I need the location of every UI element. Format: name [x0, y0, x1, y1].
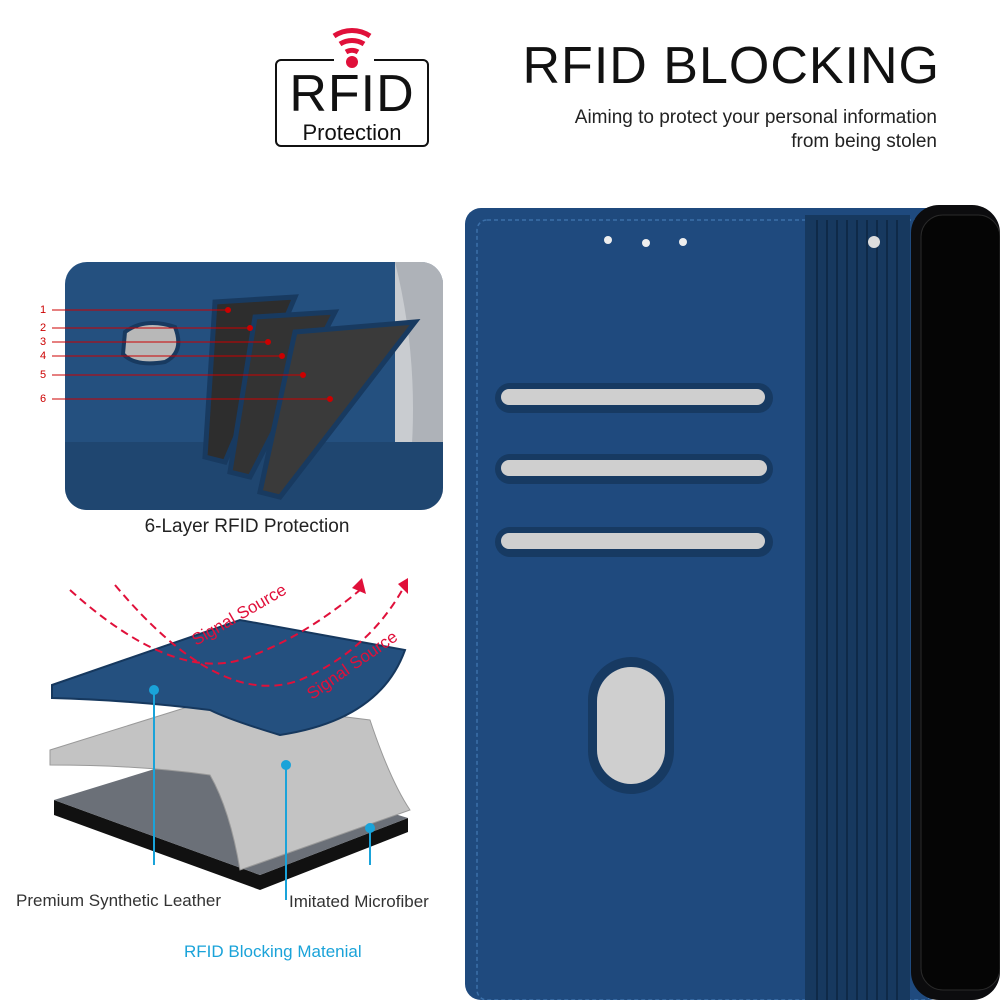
layer-pointer-lines — [52, 307, 333, 402]
logo-rfid-text: RFID — [289, 65, 415, 123]
wallet-image — [465, 205, 1000, 1000]
page-title: RFID BLOCKING — [522, 37, 940, 95]
layer-number: 5 — [40, 369, 47, 381]
layer-photo-caption: 6-Layer RFID Protection — [144, 516, 350, 537]
microfiber-label: Imitated Microfiber — [289, 892, 429, 911]
logo-protection-text: Protection — [302, 120, 402, 145]
layer-number: 2 — [40, 322, 47, 334]
subtitle-line-1: Aiming to protect your personal informat… — [574, 107, 937, 128]
subtitle: Aiming to protect your personal informat… — [575, 106, 937, 154]
rfid-protection-logo: RFID Protection — [274, 20, 430, 148]
wallet-layers-image — [65, 262, 443, 510]
blocking-material-label: RFID Blocking Matenial — [184, 942, 362, 961]
wifi-signal-icon — [275, 28, 429, 147]
subtitle-line-2: from being stolen — [791, 131, 937, 152]
layer-number: 6 — [40, 393, 47, 405]
layer-number: 4 — [40, 350, 47, 362]
leather-label: Premium Synthetic Leather — [16, 891, 222, 910]
layers-diagram: Signal Source Signal Source — [49, 578, 411, 900]
layer-photo — [65, 262, 443, 510]
layer-number: 3 — [40, 336, 47, 348]
layer-number: 1 — [40, 304, 47, 316]
